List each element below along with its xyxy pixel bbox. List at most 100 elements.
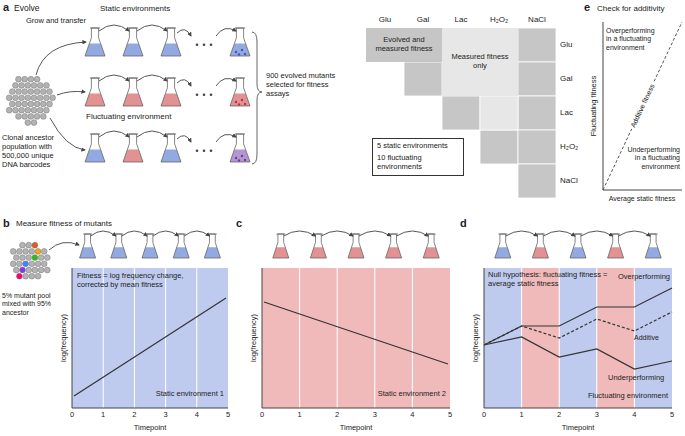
flask-lip bbox=[90, 134, 100, 135]
panel-title: Evolve bbox=[14, 3, 40, 13]
matrix-cell bbox=[442, 96, 480, 130]
additive-line bbox=[603, 22, 682, 190]
arrow bbox=[99, 75, 129, 81]
flask-lip bbox=[352, 234, 361, 235]
tick-label: 2 bbox=[335, 411, 339, 420]
matrix-cell bbox=[518, 96, 556, 130]
cell-dot bbox=[6, 107, 12, 113]
cell-dot bbox=[16, 114, 22, 120]
node-text: Static environment 2 bbox=[362, 390, 446, 399]
cell-dot bbox=[34, 101, 40, 107]
flask-liquid bbox=[348, 247, 364, 258]
cell-dot bbox=[17, 261, 23, 267]
mutant-dot bbox=[238, 159, 240, 161]
cell-dot bbox=[35, 249, 41, 255]
cell-dot bbox=[16, 89, 22, 95]
flask-lip bbox=[235, 78, 245, 79]
cell-dot bbox=[13, 95, 19, 101]
arrow bbox=[122, 231, 147, 236]
flask-lip bbox=[83, 234, 92, 235]
timepoint-line bbox=[374, 268, 375, 408]
flask-lip bbox=[235, 28, 245, 29]
environment-band bbox=[559, 268, 597, 408]
arrow bbox=[177, 80, 191, 86]
flask-outline bbox=[230, 28, 250, 56]
matrix-cell bbox=[480, 130, 518, 164]
arrow bbox=[216, 28, 236, 36]
cell-dot bbox=[16, 101, 22, 107]
flask-liquid bbox=[310, 247, 326, 258]
column-header: Glu bbox=[379, 15, 391, 24]
node-text: 10 fluctuating environments bbox=[377, 154, 459, 172]
flask-lip bbox=[166, 78, 176, 79]
flask-lip bbox=[574, 234, 583, 235]
cell-dot bbox=[17, 273, 23, 279]
flask-lip bbox=[177, 234, 186, 235]
fitness-plot: Fitness = log frequency change, correcte… bbox=[72, 268, 228, 408]
cell-dot bbox=[37, 83, 43, 89]
flask-outline bbox=[123, 78, 143, 106]
node-text: Fluctuating environment bbox=[574, 392, 668, 401]
cell-dot bbox=[34, 89, 40, 95]
ellipsis-dot bbox=[203, 150, 206, 153]
cell-dot bbox=[34, 114, 40, 120]
matrix-cell bbox=[404, 62, 442, 96]
flask-liquid bbox=[123, 149, 143, 162]
arrow bbox=[216, 78, 236, 86]
cell-dot bbox=[31, 120, 37, 126]
cell-dot bbox=[20, 255, 26, 261]
flask-liquid bbox=[85, 43, 105, 56]
cell-dot bbox=[13, 255, 19, 261]
mutant-dot bbox=[241, 49, 243, 51]
cell-dot bbox=[38, 255, 44, 261]
axis-title: Timepoint bbox=[562, 424, 595, 433]
plot-area bbox=[72, 268, 228, 408]
flask-liquid bbox=[608, 247, 624, 258]
cell-dot bbox=[32, 255, 38, 261]
timepoint-line bbox=[196, 268, 197, 408]
cell-dot bbox=[22, 76, 28, 82]
cell-dot bbox=[47, 89, 53, 95]
column-header: H₂O₂ bbox=[490, 15, 508, 24]
node-text: Evolved and measured fitness bbox=[368, 36, 440, 54]
flask-liquid bbox=[423, 247, 439, 258]
flask-liquid bbox=[123, 43, 143, 56]
cell-dot bbox=[19, 107, 25, 113]
flask-outline bbox=[273, 234, 289, 258]
fitness-plot: Null hypothesis: fluctuating fitness = a… bbox=[484, 268, 672, 408]
mutant-dot bbox=[244, 103, 246, 105]
arrow bbox=[99, 25, 129, 31]
arrow bbox=[284, 231, 316, 236]
flask-lip bbox=[166, 134, 176, 135]
flask-liquid bbox=[230, 93, 250, 106]
tick-label: 2 bbox=[132, 411, 136, 420]
flask-lip bbox=[146, 234, 155, 235]
plot-area bbox=[262, 268, 450, 408]
ellipsis-dot bbox=[210, 44, 213, 47]
flask-liquid bbox=[495, 247, 511, 258]
row-header: Lac bbox=[560, 108, 573, 117]
flask-liquid bbox=[85, 93, 105, 106]
matrix-cell bbox=[518, 62, 556, 96]
axis-title: log(frequency) bbox=[250, 314, 259, 362]
cell-dot bbox=[26, 242, 32, 248]
panel-title: Check for additivity bbox=[597, 4, 665, 13]
arrow bbox=[137, 131, 167, 137]
axis-line bbox=[262, 268, 450, 408]
mutant-dot bbox=[244, 53, 246, 55]
environment-band bbox=[522, 268, 560, 408]
ellipsis-dot bbox=[196, 150, 199, 153]
arrow bbox=[49, 242, 79, 250]
mutant-dot bbox=[238, 53, 240, 55]
cell-dot bbox=[22, 114, 28, 120]
panel-title: Measure fitness of mutants bbox=[16, 219, 112, 228]
flask-lip bbox=[90, 28, 100, 29]
flask-outline bbox=[570, 234, 586, 258]
arrow bbox=[543, 231, 575, 236]
flask-lip bbox=[114, 234, 123, 235]
tick-label: 3 bbox=[373, 411, 377, 420]
timepoint-line bbox=[165, 268, 166, 408]
tick-label: 4 bbox=[195, 411, 199, 420]
cell-dot bbox=[40, 114, 46, 120]
flask-lip bbox=[536, 234, 545, 235]
